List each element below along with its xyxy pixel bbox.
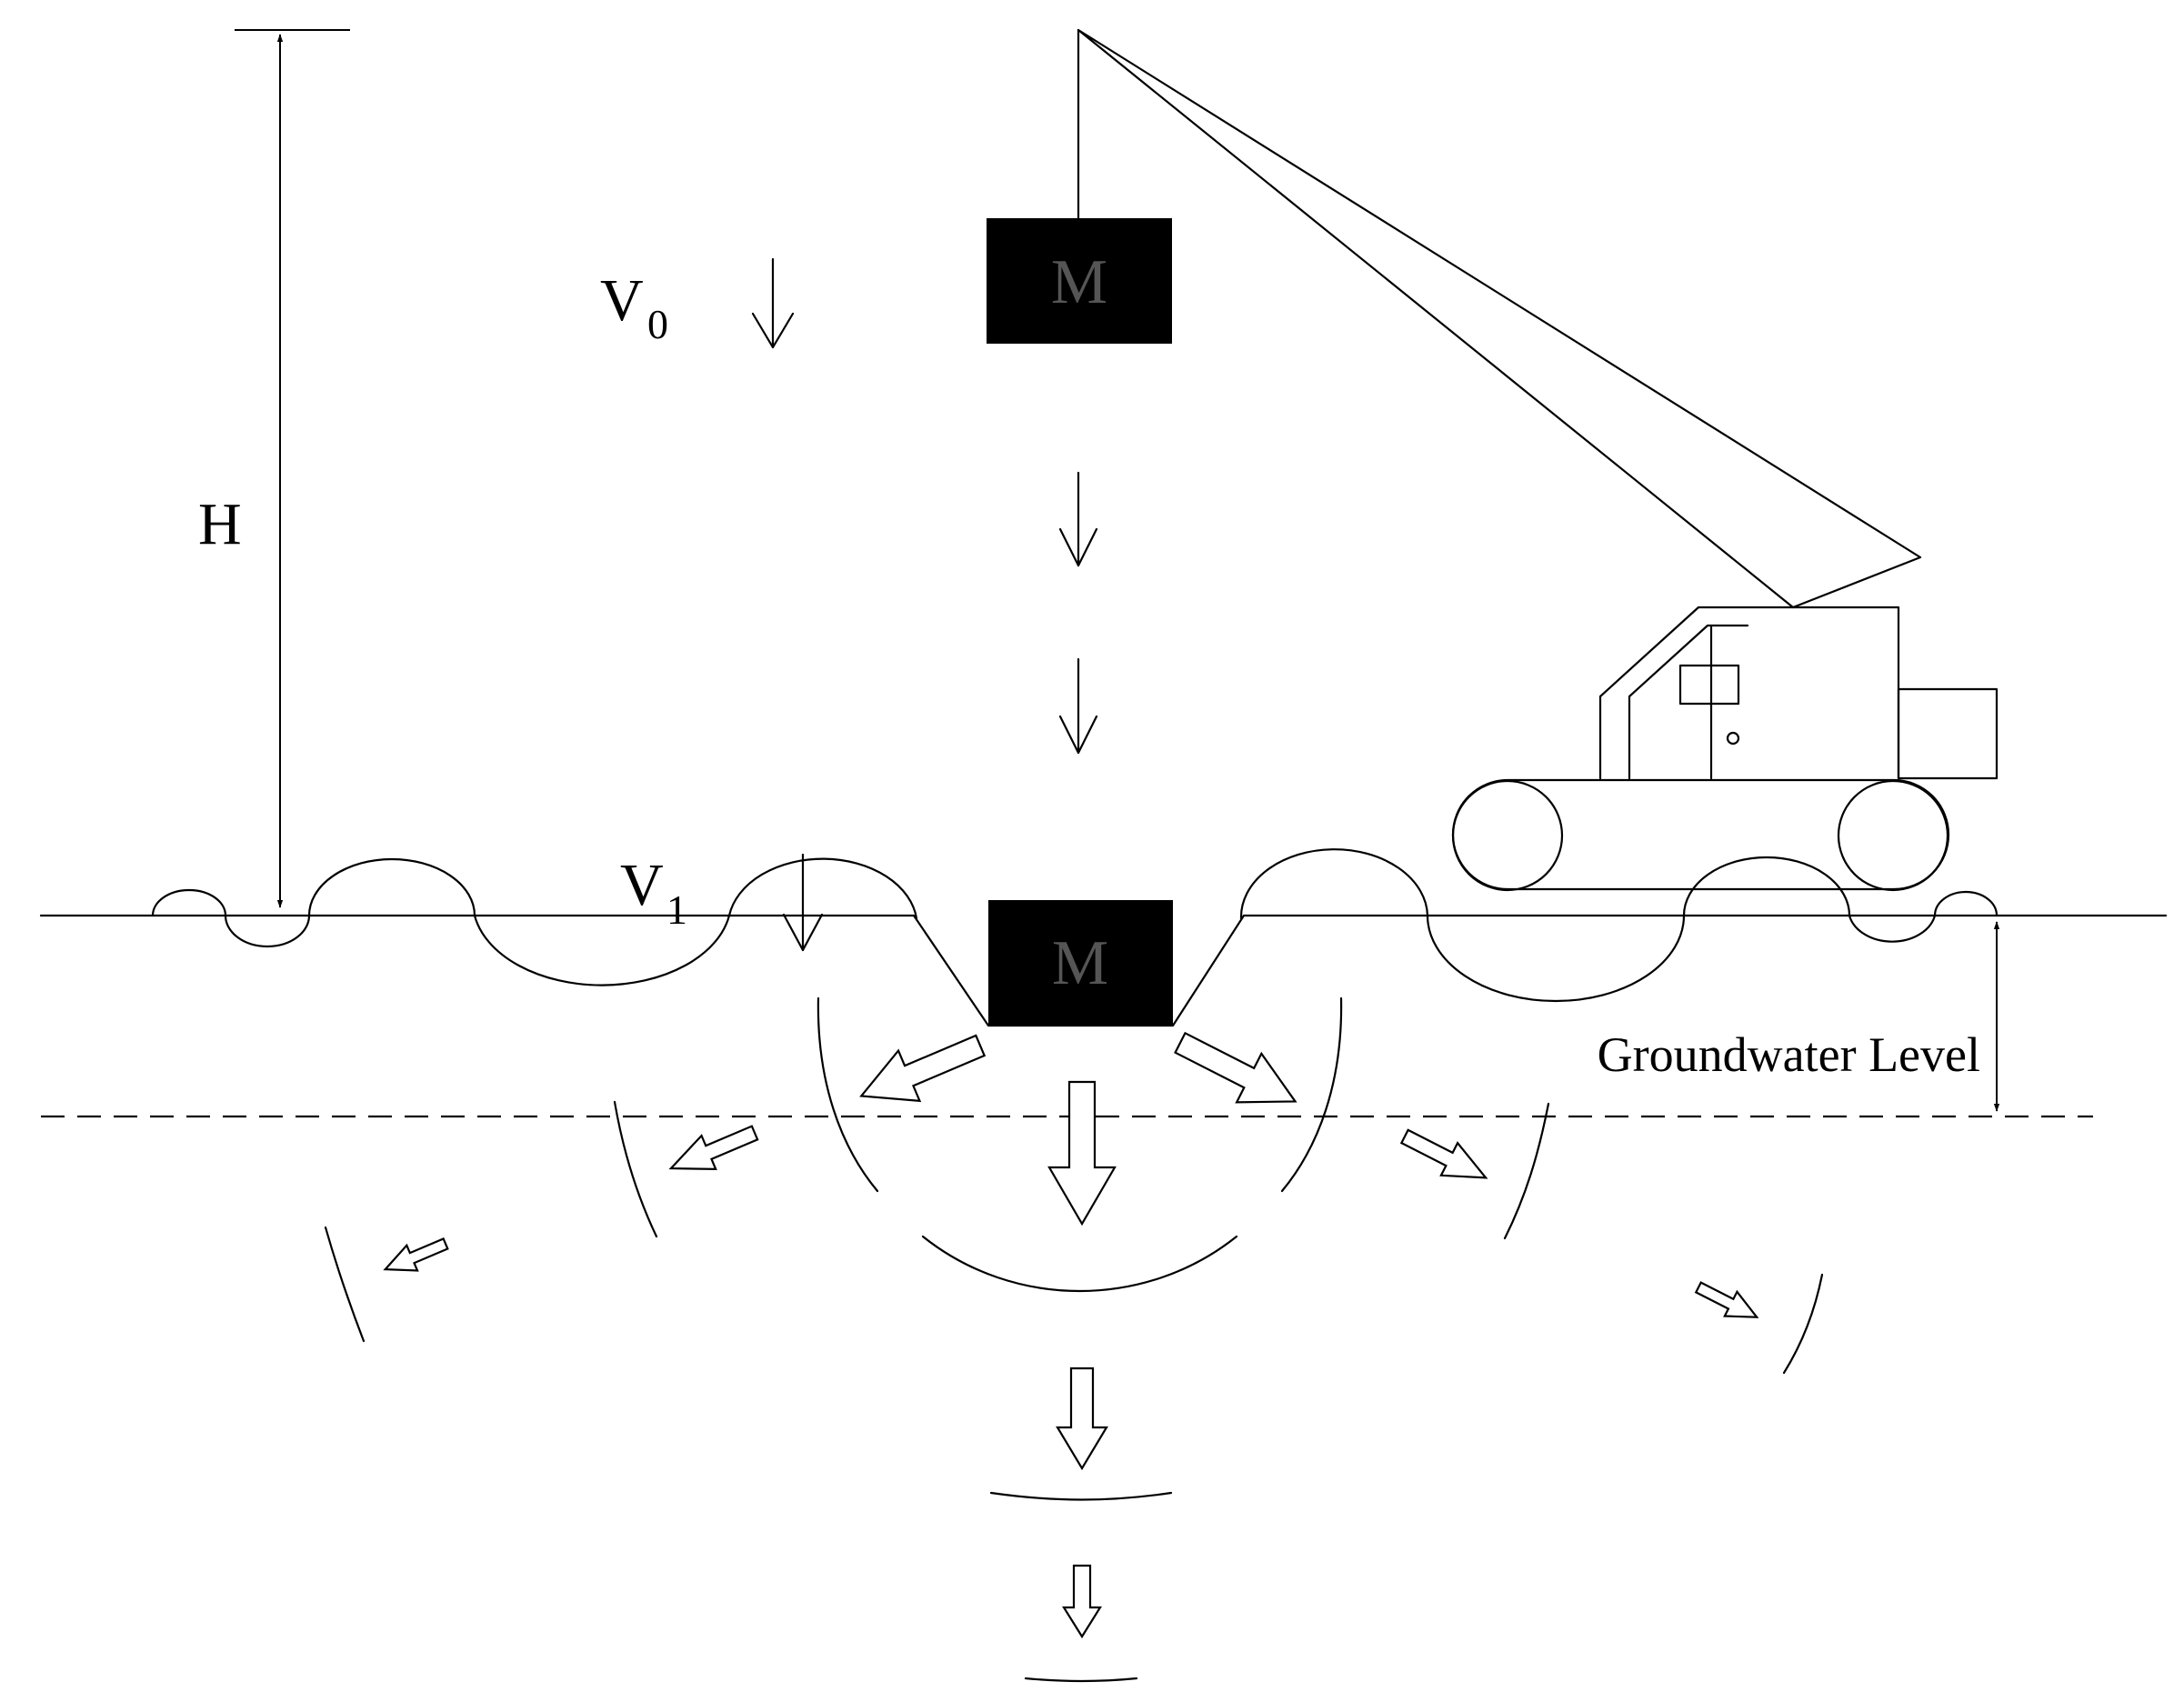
crane-rear-wheel bbox=[1837, 779, 1949, 892]
propagation-arrows bbox=[383, 1031, 1759, 1639]
arrow-medium-left bbox=[668, 1125, 759, 1171]
v0-subscript: 0 bbox=[647, 301, 668, 347]
arrow-small-down bbox=[1062, 1564, 1102, 1639]
arrow-small-left bbox=[383, 1237, 449, 1272]
mass-bottom-label: M bbox=[1052, 928, 1108, 998]
wave-right-1 bbox=[1239, 848, 1429, 920]
falling-mass: M bbox=[987, 218, 1172, 344]
groundwater: Groundwater Level bbox=[41, 921, 2093, 1118]
arrow-large-left bbox=[859, 1034, 987, 1103]
wavefront-mid-right bbox=[1503, 1102, 1550, 1240]
wave-right-3 bbox=[1682, 856, 1851, 917]
arrow-medium-right bbox=[1399, 1128, 1488, 1179]
v1-subscript: 1 bbox=[666, 886, 687, 933]
mass-bottom-block bbox=[988, 900, 1173, 1026]
v0-label: V bbox=[600, 267, 644, 334]
arrow-small-right bbox=[1694, 1281, 1759, 1318]
wave-left-1 bbox=[151, 888, 227, 917]
crane-track bbox=[1451, 778, 1950, 891]
arrow-large-right bbox=[1174, 1031, 1297, 1104]
crane-front-wheel bbox=[1451, 779, 1564, 892]
mass-top-label: M bbox=[1051, 247, 1107, 317]
height-label: H bbox=[198, 491, 242, 557]
wavefront-inner-right bbox=[1280, 996, 1343, 1193]
crane-window bbox=[1678, 664, 1740, 706]
crane bbox=[1077, 28, 1999, 892]
impact-mass: M bbox=[988, 900, 1173, 1026]
wavefront-deep-1 bbox=[989, 1491, 1173, 1501]
arrow-large-down bbox=[1047, 1080, 1117, 1226]
surface-waves bbox=[151, 848, 1999, 1003]
wave-right-2 bbox=[1426, 914, 1686, 1003]
wave-left-3 bbox=[307, 857, 476, 917]
falling-arrows bbox=[1058, 471, 1098, 755]
crane-cab-inner-frame bbox=[1628, 624, 1749, 780]
wave-left-2 bbox=[224, 914, 311, 948]
fall-arrow-1-head bbox=[1058, 527, 1098, 567]
crane-door-knob bbox=[1726, 731, 1740, 746]
wavefront-mid-left bbox=[613, 1100, 658, 1238]
mass-top-block bbox=[987, 218, 1172, 344]
arrow-medium-down bbox=[1056, 1367, 1108, 1471]
crane-counterweight bbox=[1897, 687, 1999, 780]
wave-left-4 bbox=[473, 914, 731, 986]
wave-right-4 bbox=[1848, 914, 1937, 943]
v1-arrow-head bbox=[782, 913, 824, 952]
wavefront-inner-left bbox=[816, 996, 879, 1193]
groundwater-label: Groundwater Level bbox=[1598, 1027, 1980, 1082]
wavefront-outer-right bbox=[1782, 1273, 1824, 1375]
fall-arrow-2-head bbox=[1058, 715, 1098, 755]
wavefront-outer-left bbox=[324, 1226, 366, 1343]
crane-cab-outline bbox=[1598, 606, 1900, 780]
impact-velocity: V 1 bbox=[620, 852, 824, 952]
wavefront-deep-2 bbox=[1024, 1677, 1138, 1683]
wavefronts bbox=[324, 996, 1824, 1683]
initial-velocity: V 0 bbox=[600, 257, 795, 349]
wave-left-5 bbox=[727, 857, 918, 920]
height-dimension: H bbox=[198, 29, 350, 908]
wavefront-inner-bottom bbox=[921, 1235, 1238, 1292]
v0-arrow-head bbox=[751, 312, 795, 349]
crane-boom bbox=[1077, 28, 1922, 609]
v1-label: V bbox=[620, 852, 664, 918]
wave-right-5 bbox=[1933, 890, 1999, 917]
